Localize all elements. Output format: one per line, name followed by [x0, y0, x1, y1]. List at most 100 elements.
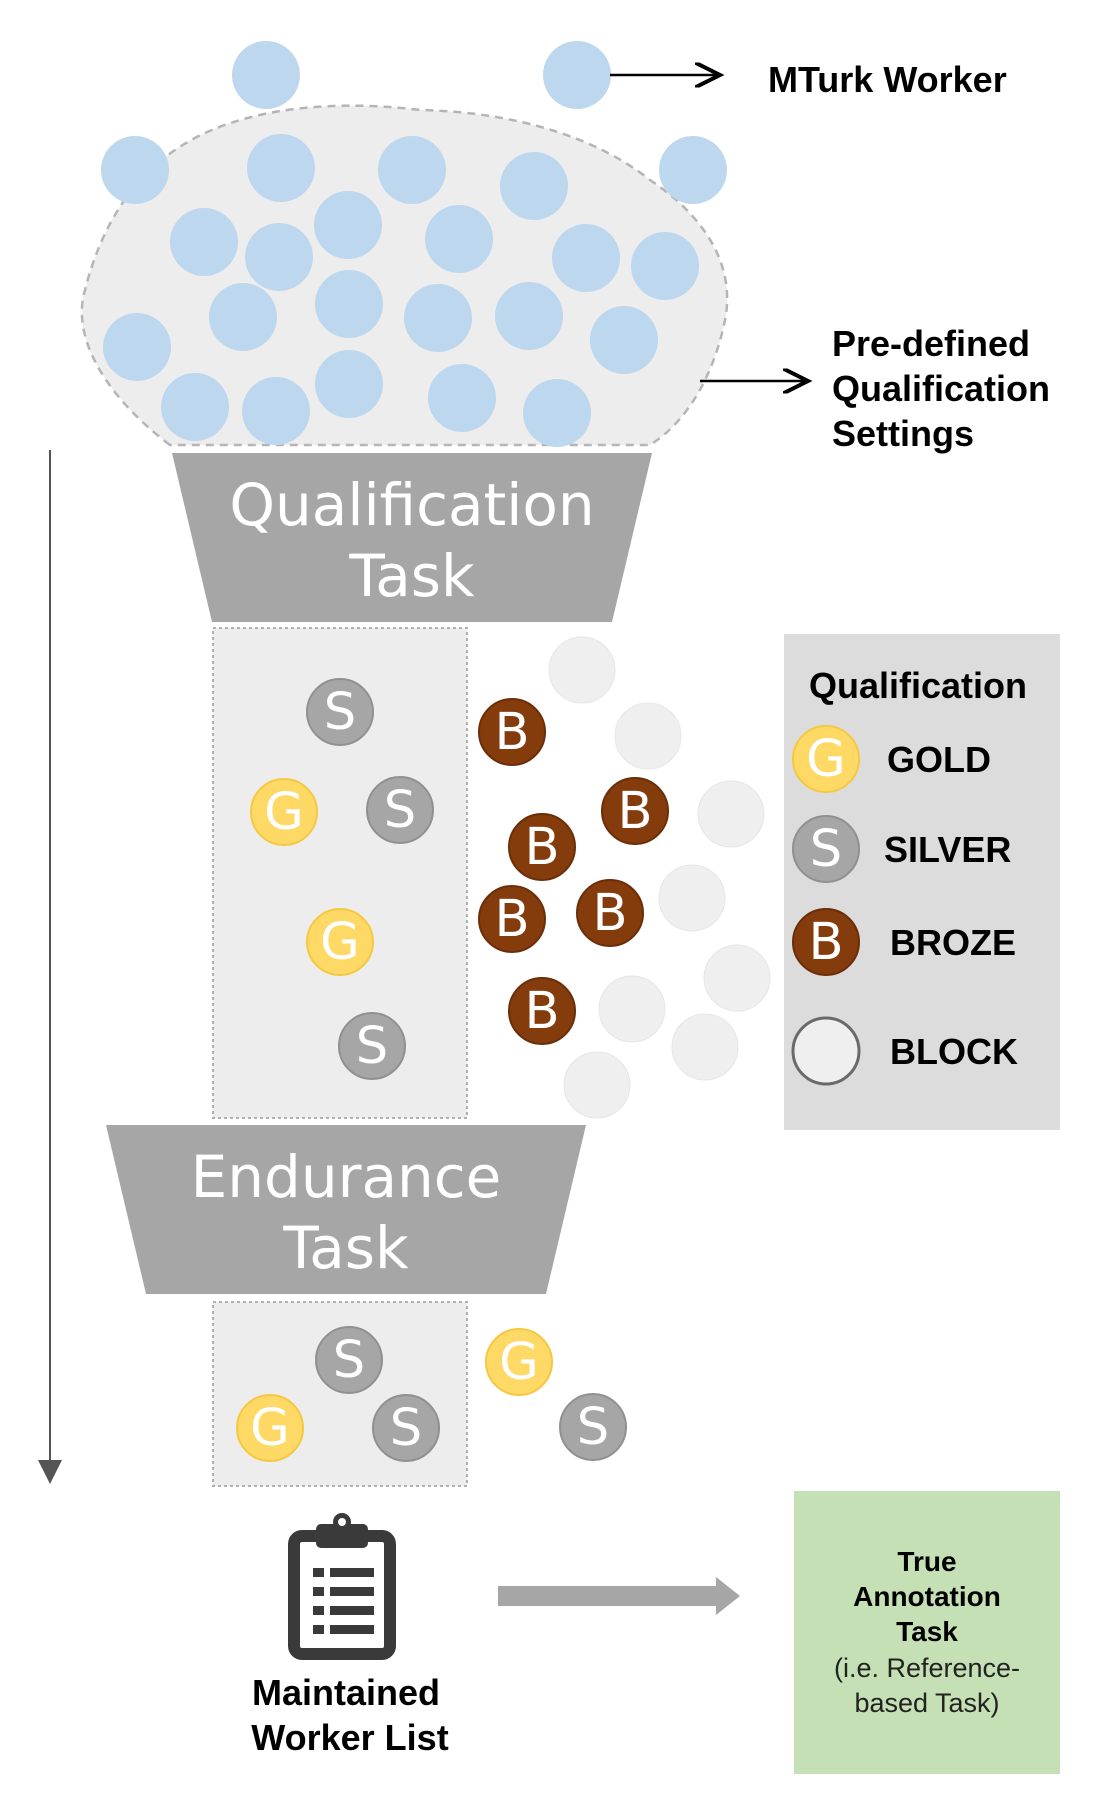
block-token: [703, 944, 771, 1012]
block-token: [548, 636, 616, 704]
silver-token: S: [372, 1394, 440, 1462]
bronze-token: B: [478, 698, 546, 766]
mturk-worker-circle: [232, 41, 300, 109]
arrow-right-icon: [498, 1577, 740, 1615]
legend-bronze-label: BROZE: [890, 922, 1016, 963]
mturk-worker-circle: [590, 306, 658, 374]
mturk-worker-circle: [315, 270, 383, 338]
predefined-settings-line-1: Pre-defined: [832, 323, 1030, 364]
block-token: [614, 702, 682, 770]
svg-text:S: S: [390, 1399, 422, 1458]
endurance-task-funnel: [106, 1125, 586, 1294]
legend-gold-token: G: [792, 725, 860, 793]
maintained-worker-list-line-1: Maintained: [252, 1672, 440, 1713]
qualification-legend: Qualification G GOLD S SILVER B BROZE BLOCK: [784, 634, 1060, 1130]
true-annotation-task-line-1: True: [897, 1546, 956, 1577]
mturk-worker-circle: [101, 136, 169, 204]
mturk-worker-circle: [209, 283, 277, 351]
block-token: [697, 780, 765, 848]
predefined-settings-line-2: Qualification: [832, 368, 1050, 409]
svg-text:G: G: [499, 1333, 539, 1392]
true-annotation-task-line-2: Annotation: [853, 1581, 1001, 1612]
bronze-token: B: [508, 813, 576, 881]
bronze-token: B: [576, 879, 644, 947]
legend-gold-label: GOLD: [887, 739, 991, 780]
silver-token: S: [338, 1012, 406, 1080]
svg-text:B: B: [524, 982, 559, 1041]
svg-text:B: B: [617, 782, 652, 841]
legend-items: G GOLD S SILVER B BROZE BLOCK: [791, 725, 1018, 1086]
bronze-token: B: [601, 777, 669, 845]
mturk-worker-circle: [103, 313, 171, 381]
svg-text:B: B: [808, 913, 843, 972]
block-token: [563, 1051, 631, 1119]
legend-title: Qualification: [809, 665, 1027, 706]
svg-text:G: G: [806, 730, 846, 789]
svg-text:G: G: [264, 783, 304, 842]
gold-token: G: [306, 908, 374, 976]
mturk-worker-circle: [314, 191, 382, 259]
endurance-task-label-line-1: Endurance: [191, 1143, 502, 1211]
svg-text:B: B: [524, 818, 559, 877]
mturk-worker-circle: [500, 152, 568, 220]
mturk-worker-circle: [404, 284, 472, 352]
silver-token: S: [306, 678, 374, 746]
svg-text:S: S: [384, 781, 416, 840]
qualification-task-funnel: [172, 453, 652, 622]
mturk-worker-circle: [245, 223, 313, 291]
mturk-worker-circle: [428, 364, 496, 432]
mturk-worker-circle: [170, 208, 238, 276]
svg-text:B: B: [592, 884, 627, 943]
legend-silver-label: SILVER: [884, 829, 1011, 870]
mturk-worker-circle: [425, 205, 493, 273]
mturk-worker-circle: [242, 377, 310, 445]
svg-text:B: B: [494, 890, 529, 949]
block-token: [598, 975, 666, 1043]
worker-circles: [101, 41, 727, 447]
mturk-worker-circle: [247, 134, 315, 202]
mturk-worker-circle: [552, 224, 620, 292]
predefined-settings-line-3: Settings: [832, 413, 974, 454]
legend-bronze-token: B: [792, 908, 860, 976]
svg-text:S: S: [356, 1017, 388, 1076]
gold-token: G: [236, 1394, 304, 1462]
mturk-worker-circle: [495, 282, 563, 350]
true-annotation-subtitle-line-2: based Task): [854, 1688, 999, 1718]
mturk-worker-circle: [631, 232, 699, 300]
gold-token: G: [485, 1328, 553, 1396]
svg-text:S: S: [810, 820, 842, 879]
block-token: [658, 864, 726, 932]
legend-silver-token: S: [792, 815, 860, 883]
mturk-worker-circle: [378, 136, 446, 204]
qualification-task-label-line-1: Qualification: [229, 471, 594, 539]
legend-block-label: BLOCK: [890, 1031, 1018, 1072]
mturk-worker-circle: [523, 379, 591, 447]
svg-text:S: S: [577, 1398, 609, 1457]
svg-text:B: B: [494, 703, 529, 762]
svg-text:S: S: [333, 1331, 365, 1390]
svg-text:G: G: [250, 1399, 290, 1458]
clipboard-list-icon: [288, 1513, 396, 1660]
mturk-worker-circle: [161, 373, 229, 441]
true-annotation-task-box: [794, 1491, 1060, 1774]
mturk-worker-circle: [543, 41, 611, 109]
true-annotation-subtitle-line-1: (i.e. Reference-: [834, 1653, 1020, 1683]
mturk-worker-circle: [659, 136, 727, 204]
silver-token: S: [559, 1393, 627, 1461]
gold-token: G: [250, 778, 318, 846]
qualification-task-label-line-2: Task: [348, 542, 475, 610]
silver-token: S: [315, 1326, 383, 1394]
bronze-token: B: [508, 977, 576, 1045]
bronze-token: B: [478, 885, 546, 953]
mturk-worker-circle: [315, 350, 383, 418]
legend-block-token: [791, 1016, 861, 1086]
mturk-worker-label: MTurk Worker: [768, 59, 1007, 100]
svg-text:S: S: [324, 683, 356, 742]
silver-token: S: [366, 776, 434, 844]
true-annotation-task-line-3: Task: [896, 1616, 958, 1647]
endurance-task-label-line-2: Task: [282, 1214, 409, 1282]
block-token: [671, 1013, 739, 1081]
maintained-worker-list-line-2: Worker List: [251, 1717, 448, 1758]
